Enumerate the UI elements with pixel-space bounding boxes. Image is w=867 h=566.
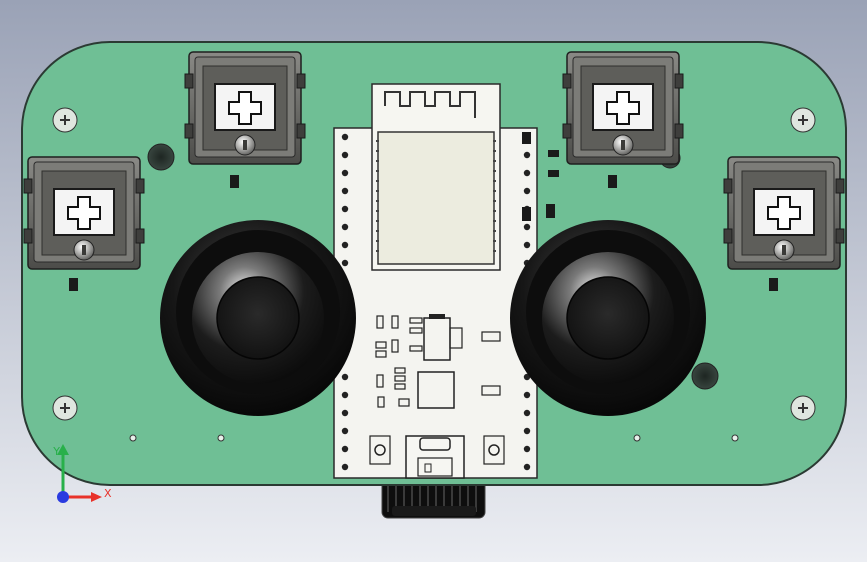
usb-c-port[interactable] bbox=[405, 435, 465, 479]
esp32-module bbox=[333, 83, 538, 479]
axis-y-label: Y bbox=[52, 445, 60, 458]
header-pins-left bbox=[341, 133, 349, 471]
switch-left-top[interactable] bbox=[184, 51, 306, 165]
boot-button[interactable] bbox=[369, 435, 391, 465]
switch-right-top[interactable] bbox=[562, 51, 684, 165]
switch-left-bottom[interactable] bbox=[23, 156, 145, 270]
smd-pads bbox=[69, 175, 778, 291]
axis-triad: Y X bbox=[52, 444, 112, 503]
axis-x-label: X bbox=[104, 487, 112, 500]
reset-button[interactable] bbox=[483, 435, 505, 465]
small-vias bbox=[129, 434, 739, 442]
via-hole bbox=[147, 143, 175, 171]
board-smd-parts bbox=[522, 132, 559, 221]
switch-right-bottom[interactable] bbox=[723, 156, 845, 270]
via-hole bbox=[691, 362, 719, 390]
joystick-right[interactable] bbox=[510, 220, 706, 416]
rf-shield-can bbox=[377, 131, 495, 265]
mounting-holes bbox=[52, 107, 816, 421]
joystick-left[interactable] bbox=[160, 220, 356, 416]
